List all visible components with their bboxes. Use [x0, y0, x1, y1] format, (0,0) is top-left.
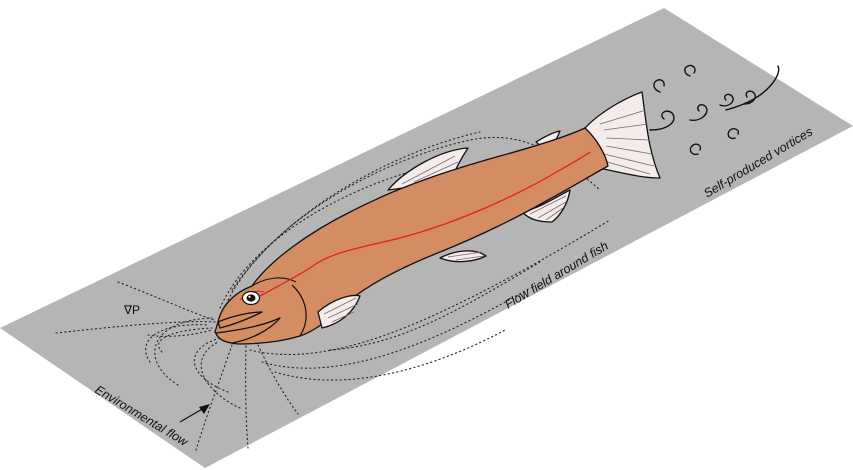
fish-eye: [243, 292, 260, 305]
gradient-label: ∇P: [123, 303, 140, 317]
